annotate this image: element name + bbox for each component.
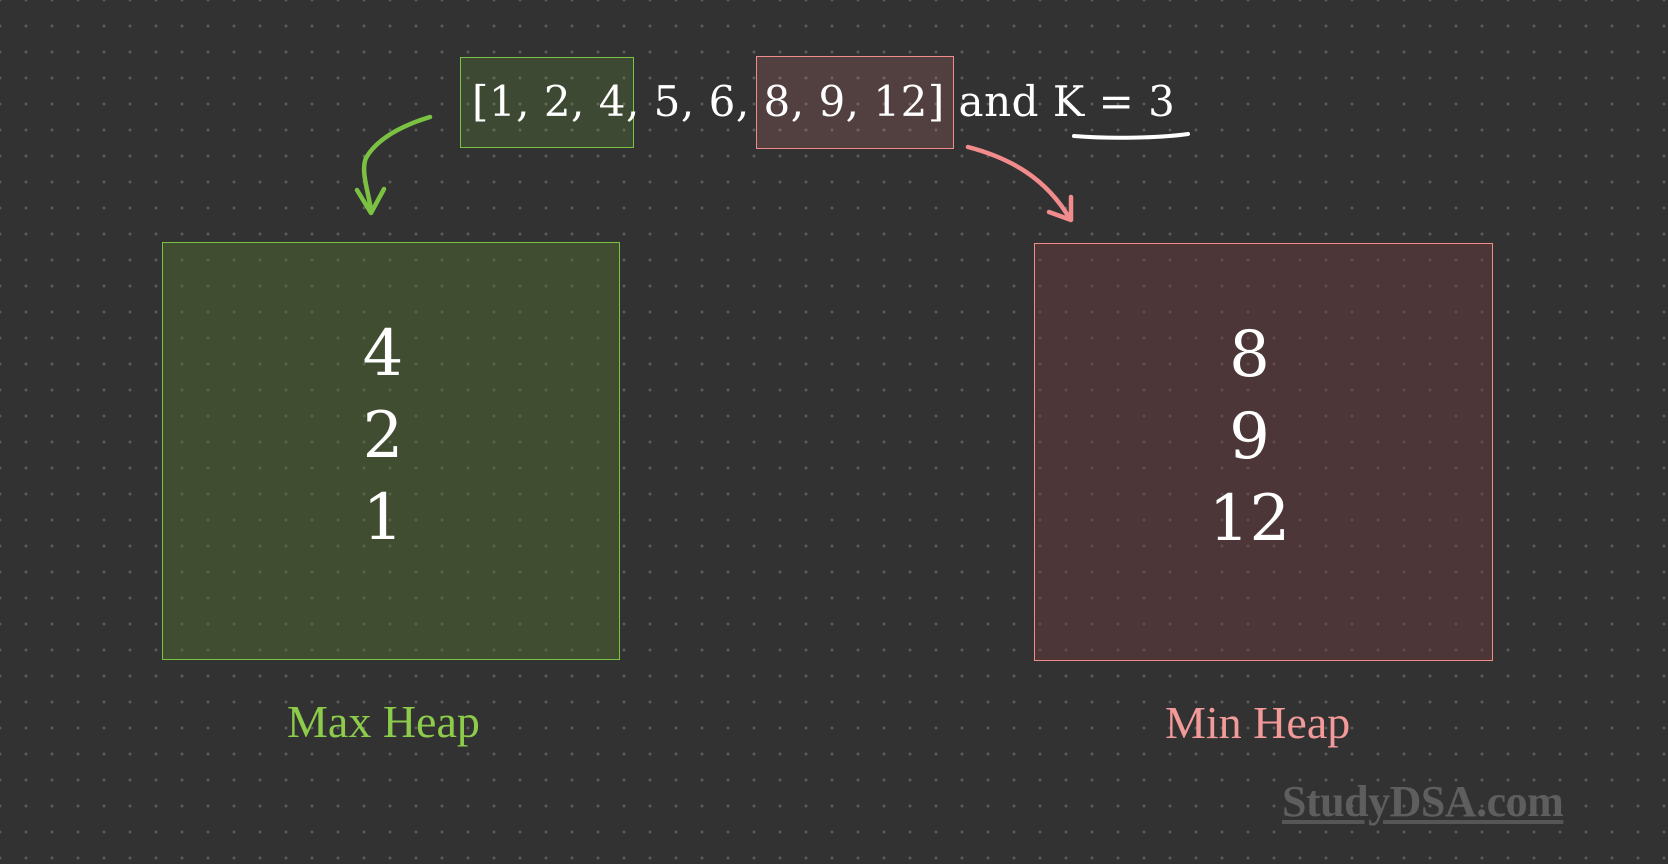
expr-open-bracket: [ (472, 77, 489, 126)
expr-and: and (944, 77, 1053, 126)
max-heap-label: Max Heap (287, 696, 480, 747)
min-heap-value: 8 (1229, 318, 1270, 392)
expr-k-value: K = 3 (1052, 77, 1176, 126)
min-heap-label: Min Heap (1165, 697, 1351, 748)
max-heap-values: 4 2 1 (147, 313, 619, 559)
red-arrowhead-icon (1046, 194, 1074, 223)
expr-left-group: 1, 2, 4 (488, 77, 626, 126)
max-heap-value: 2 (362, 399, 404, 473)
min-heap-values: 8 9 12 (1007, 314, 1492, 560)
k-underline-icon (1072, 132, 1190, 140)
red-arrow-icon (965, 144, 1073, 222)
green-arrow-icon (361, 114, 433, 215)
max-heap-value: 1 (362, 481, 404, 555)
right-group-highlight (756, 56, 954, 149)
min-heap-value: 12 (1208, 482, 1291, 556)
expr-close-bracket: ] (927, 77, 945, 126)
max-heap-value: 4 (362, 317, 404, 391)
min-heap-box: 8 9 12 (1034, 243, 1493, 661)
green-arrowhead-icon (354, 186, 387, 216)
expr-right-group: 8, 9, 12 (763, 77, 928, 126)
watermark: StudyDSA.com (1282, 777, 1564, 826)
expr-middle: , 5, 6, (625, 77, 764, 126)
left-group-highlight (460, 57, 634, 148)
max-heap-box: 4 2 1 (162, 242, 620, 660)
array-expression: [1, 2, 4, 5, 6, 8, 9, 12] and K = 3 (472, 70, 1175, 134)
min-heap-value: 9 (1229, 400, 1270, 474)
